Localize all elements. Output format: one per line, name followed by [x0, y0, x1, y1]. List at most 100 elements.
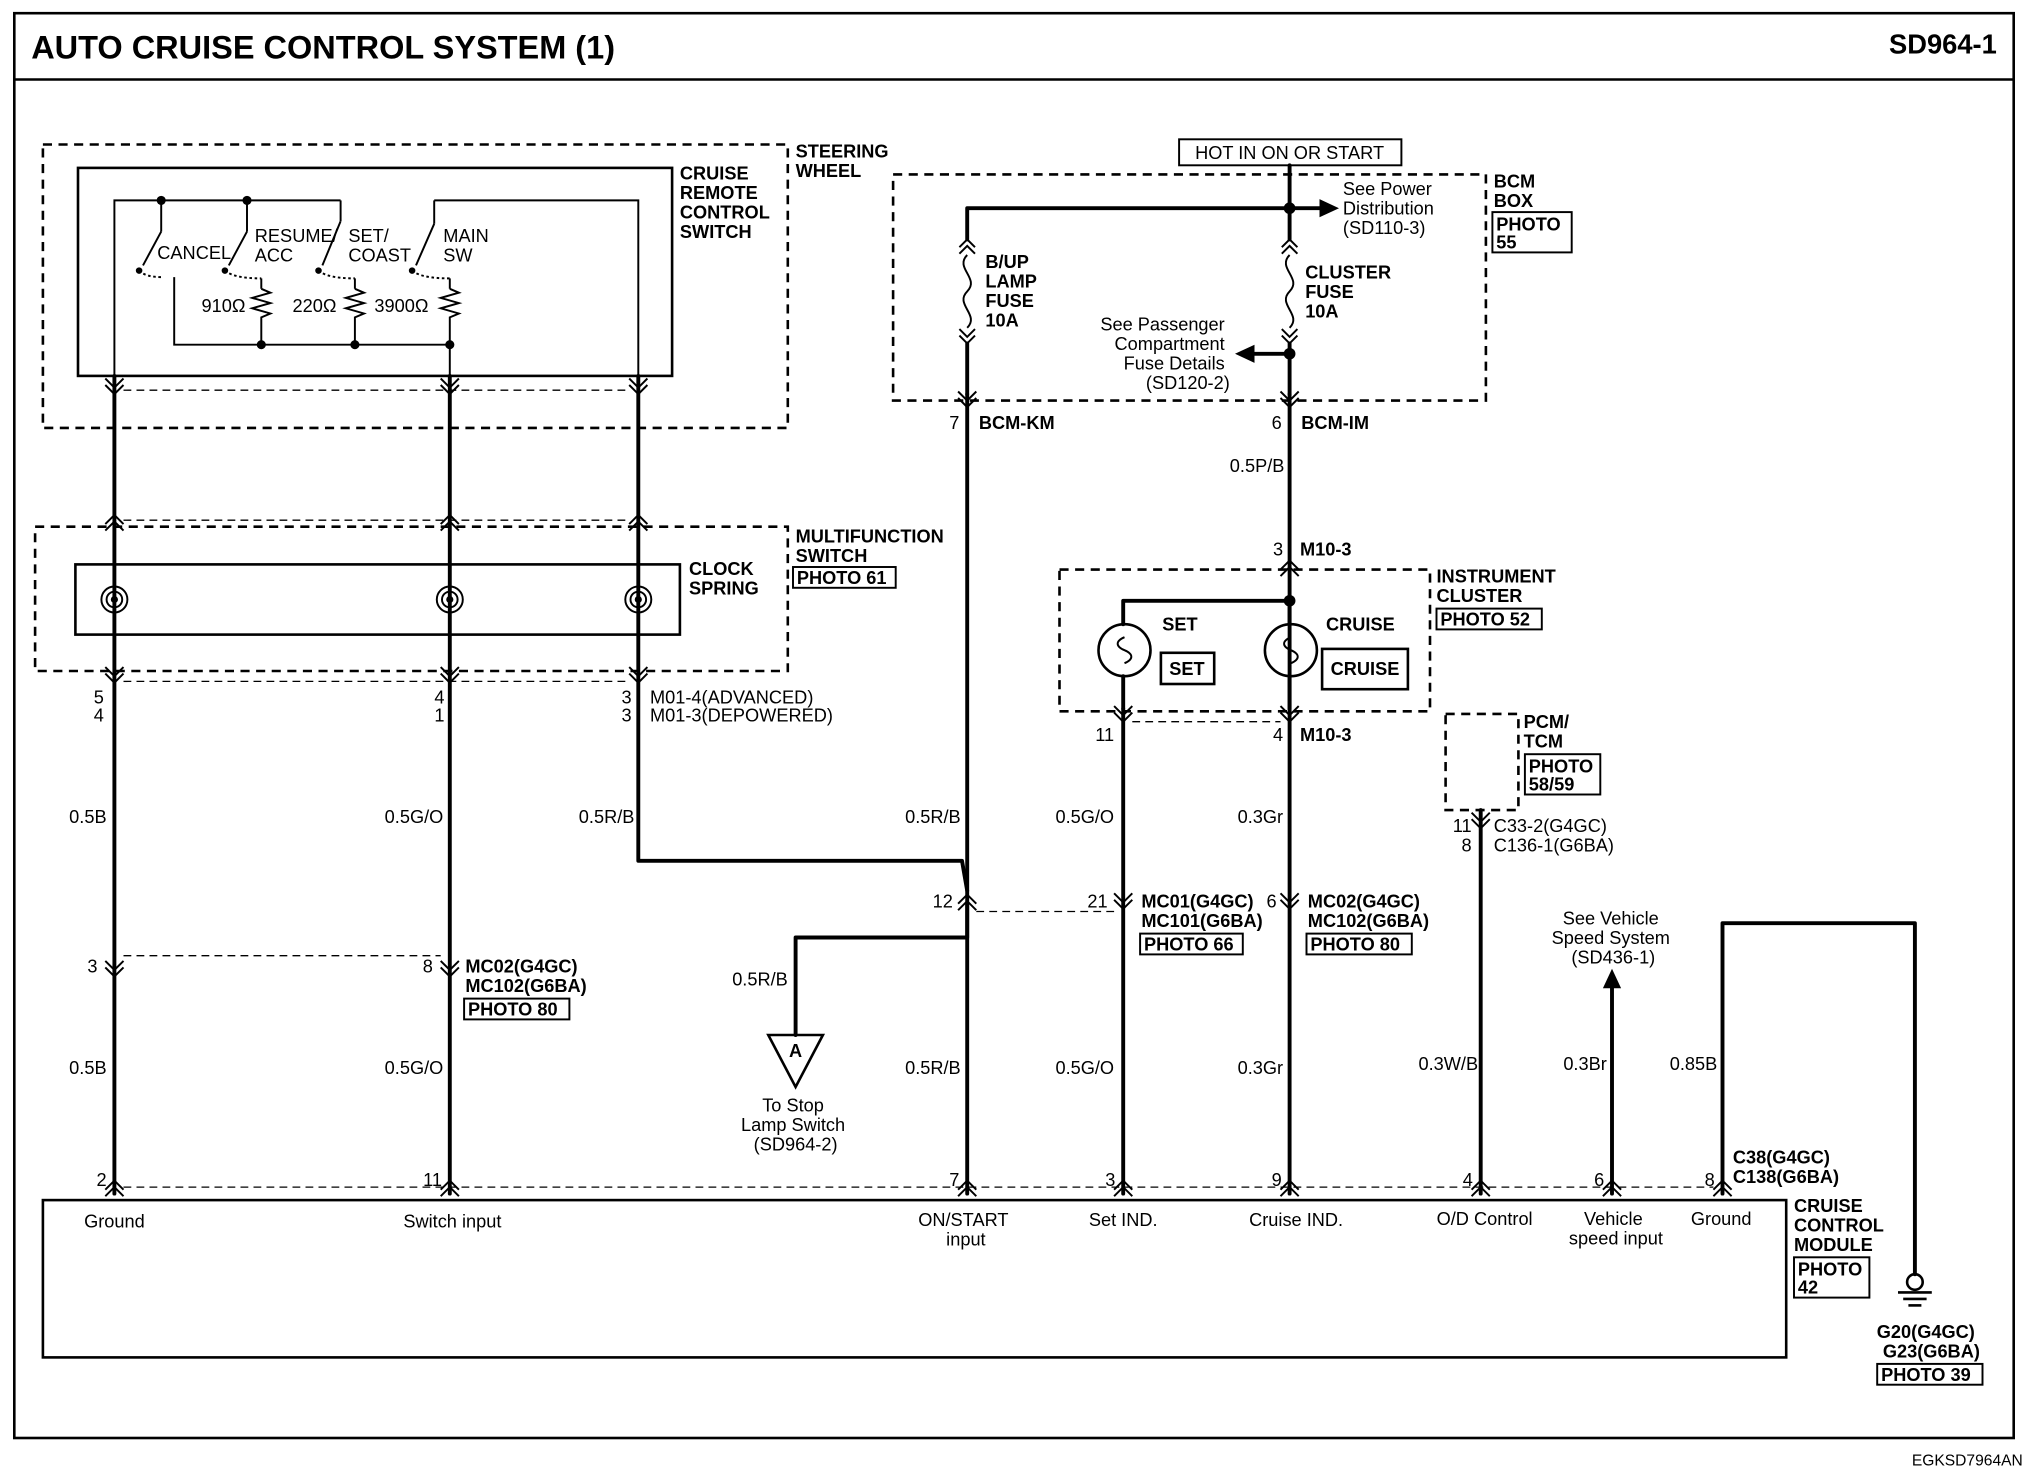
mf-pin-right-2: 3: [622, 706, 632, 726]
photo-80-left-badge: [463, 997, 571, 1021]
page-frame: [13, 11, 2015, 1440]
multifunction-switch-label: MULTIFUNCTION SWITCH: [796, 526, 949, 566]
m10-bottom-connector: M10-3: [1300, 725, 1352, 745]
onstart-junction-pin: 12: [933, 892, 953, 912]
photo-42-badge: [1793, 1256, 1871, 1299]
wires: [112, 373, 1917, 1277]
resistor-220-label: 220Ω: [293, 296, 337, 316]
terminal-od-control: O/D Control: [1437, 1209, 1533, 1229]
wire-ground2: 0.85B: [1670, 1054, 1718, 1074]
title-bar: AUTO CRUISE CONTROL SYSTEM (1) SD964-1: [13, 11, 2015, 1440]
module-pin-vss: 6: [1594, 1170, 1604, 1190]
cruise-remote-switch: [76, 166, 674, 378]
photo-58-59-label: PHOTO 58/59: [1529, 756, 1598, 794]
resistor-910: [248, 287, 274, 345]
resistor-910-label: 910Ω: [202, 296, 246, 316]
mf-pin-right-1: 3: [622, 688, 632, 708]
module-pin-od: 4: [1463, 1170, 1473, 1190]
m10-cruise-pin: 4: [1273, 725, 1283, 745]
wire-od: 0.3W/B: [1418, 1054, 1478, 1074]
stop-lamp-label: To Stop Lamp Switch (SD964-2): [741, 1096, 850, 1155]
cruise-badge-label: CRUISE: [1331, 659, 1400, 679]
bcm-boundary: [891, 173, 1488, 402]
power-distribution-label: See Power Distribution (SD110-3): [1343, 179, 1439, 238]
stop-lamp-branch-wire: [793, 900, 970, 1037]
footer-code: EGKSD7964AN: [1912, 1452, 2023, 1469]
set-coast-label: SET/ COAST: [348, 226, 411, 266]
wire-switch-lower: 0.5G/O: [385, 1058, 444, 1078]
terminal-vss: Vehicle speed input: [1569, 1209, 1663, 1249]
photo-61-label: PHOTO 61: [797, 568, 887, 588]
m10-set-pin: 11: [1095, 725, 1114, 745]
photo-39-badge: [1876, 1362, 1984, 1386]
clock-spring: [74, 563, 682, 636]
main-switch: [415, 223, 436, 266]
cancel-switch: [142, 231, 163, 266]
stop-lamp-triangle: [766, 1033, 826, 1090]
cluster-fuse: [1284, 254, 1295, 329]
c38-connector-label: C38(G4GC) C138(G6BA): [1733, 1148, 1839, 1188]
page-code: SD964-1: [1889, 28, 1997, 59]
ground-point-label: G20(G4GC) G23(G6BA): [1877, 1322, 1980, 1362]
mf-pin-left-2: 4: [94, 706, 104, 726]
switch-circuit: CANCEL RESUME/ ACC SET/ COAST MAIN SW: [113, 195, 640, 380]
connector-chevrons: [104, 377, 1733, 1197]
ground2-wire: [1720, 921, 1917, 1277]
photo-58-59-badge: [1523, 753, 1602, 796]
mf-pin-mid-2: 1: [434, 706, 444, 726]
intermediate-connectors: 3 8 MC02(G4GC) MC102(G6BA) PHOTO 80 12 2…: [87, 892, 1429, 1021]
terminal-cruise-ind: Cruise IND.: [1249, 1210, 1343, 1230]
wire-onstart-upper: 0.5R/B: [905, 807, 961, 827]
wire-vss: 0.3Br: [1563, 1054, 1606, 1074]
bup-lamp-fuse-label: B/UP LAMP FUSE 10A: [985, 252, 1042, 331]
wire-set-lower: 0.5G/O: [1055, 1058, 1114, 1078]
mc02-left-ground-pin: 3: [87, 957, 97, 977]
multifunction-switch-section: MULTIFUNCTION SWITCH PHOTO 61 CLOCK SPRI…: [33, 525, 949, 726]
resistor-3900: [437, 287, 463, 380]
wire-stop-branch: 0.5R/B: [732, 970, 788, 990]
module-pin-onstart: 7: [949, 1170, 959, 1190]
terminal-set-ind: Set IND.: [1089, 1210, 1158, 1230]
photo-66-label: PHOTO 66: [1144, 935, 1234, 955]
clock-spring-label: CLOCK SPRING: [689, 559, 759, 599]
stop-lamp-badge-label: A: [789, 1041, 802, 1061]
steering-wheel-section: STEERING WHEEL CRUISE REMOTE CONTROL SWI…: [41, 141, 894, 430]
photo-80-left-label: PHOTO 80: [468, 1000, 558, 1020]
ground-point: G20(G4GC) G23(G6BA) PHOTO 39: [1876, 1272, 1984, 1386]
m10-top-connector: M10-3: [1300, 539, 1352, 559]
wire-set-upper: 0.5G/O: [1055, 807, 1114, 827]
mf-pin-mid-1: 4: [434, 688, 444, 708]
resistor-3900-label: 3900Ω: [374, 296, 428, 316]
photo-55-badge: [1491, 211, 1573, 254]
steering-wheel-label: STEERING WHEEL: [796, 141, 894, 181]
photo-55-label: PHOTO 55: [1496, 214, 1565, 252]
resistor-220: [342, 287, 368, 345]
ground-icon: [1905, 1272, 1924, 1292]
mc01-connector-label: MC01(G4GC) MC101(G6BA): [1141, 892, 1262, 932]
rb-wire: [636, 373, 970, 893]
instrument-cluster-label: INSTRUMENT CLUSTER: [1437, 567, 1561, 607]
pcm-pin-2: 8: [1461, 836, 1471, 856]
mf-pin-left-1: 5: [94, 688, 104, 708]
module-label: CRUISE CONTROL MODULE: [1794, 1196, 1889, 1255]
cruise-control-module: CRUISE CONTROL MODULE PHOTO 42 2 11 7 3 …: [41, 1148, 1889, 1359]
bcm-box-label: BCM BOX: [1494, 171, 1540, 211]
bup-lamp-fuse: [962, 254, 972, 329]
wire-ground-lower: 0.5B: [69, 1058, 106, 1078]
wire-switch-upper: 0.5G/O: [385, 807, 444, 827]
terminal-ground: Ground: [84, 1211, 145, 1231]
mc02-right-connector-label: MC02(G4GC) MC102(G6BA): [1308, 892, 1429, 932]
resume-switch: [227, 231, 248, 266]
bcm-im-pin: 6: [1272, 413, 1282, 433]
pcm-pin-1: 11: [1453, 816, 1472, 836]
wire-cruise-upper: 0.3Gr: [1238, 807, 1284, 827]
module-pin-switch: 11: [423, 1170, 442, 1190]
photo-61-badge: [792, 566, 897, 589]
wire-ground-upper: 0.5B: [69, 807, 106, 827]
wire-labels: 0.5B 0.5G/O 0.5R/B 0.5R/B 0.5G/O 0.3Gr 0…: [69, 807, 1717, 1078]
instrument-cluster-section: 0.5P/B 3 M10-3 INSTRUMENT CLUSTER PHOTO …: [1058, 456, 1561, 745]
wire-0-5pb: 0.5P/B: [1230, 456, 1285, 476]
photo-80-right-label: PHOTO 80: [1310, 935, 1400, 955]
pcm-tcm-label: PCM/ TCM: [1524, 712, 1575, 752]
bcm-km-connector: BCM-KM: [979, 413, 1055, 433]
